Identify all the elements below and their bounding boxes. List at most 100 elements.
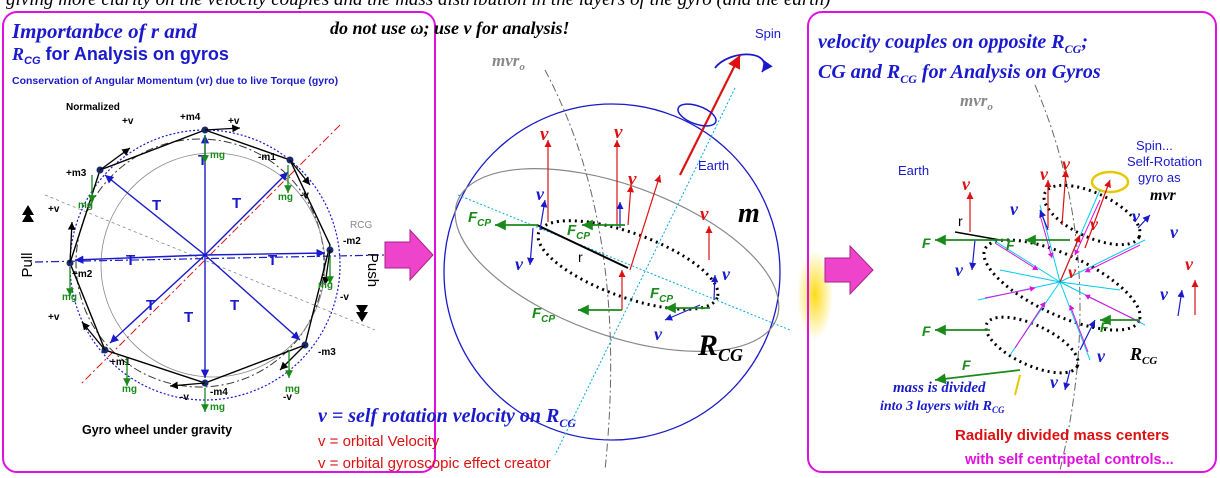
pull-label-group: Pull <box>19 252 36 277</box>
svg-text:T: T <box>126 252 135 269</box>
left-title-line2: RCG for Analysis on gyros <box>11 44 229 67</box>
svg-text:F: F <box>962 357 971 373</box>
push-arrow-icon <box>356 305 368 315</box>
svg-text:v: v <box>1040 164 1049 184</box>
svg-text:FCP: FCP <box>532 305 555 325</box>
svg-text:v: v <box>1097 346 1106 366</box>
spin-pole-ellipse <box>677 103 717 127</box>
layer-middle-ellipse <box>982 238 1142 332</box>
legend-self-rotation: v = self rotation velocity on RCG <box>318 405 576 430</box>
normalized-label: Normalized <box>66 102 120 113</box>
radius-line <box>536 224 629 269</box>
mvro-arc-middle <box>544 69 612 471</box>
svg-text:T: T <box>232 195 241 212</box>
svg-text:+m3: +m3 <box>66 168 87 179</box>
legend-orbital-gyro: v = orbital gyroscopic effect creator <box>318 455 551 472</box>
radius-label: r <box>578 249 583 265</box>
spin-text-1: Spin... <box>1136 138 1173 153</box>
svg-text:v: v <box>536 184 545 204</box>
gyro-wheel-caption: Gyro wheel under gravity <box>82 423 232 437</box>
svg-text:mg: mg <box>210 402 225 413</box>
svg-text:+v: +v <box>122 116 134 127</box>
svg-text:v: v <box>1068 262 1077 282</box>
pull-arrow-icon-2 <box>22 212 34 222</box>
orbital-v-labels: v v v v <box>540 122 709 225</box>
svg-text:v: v <box>654 324 663 344</box>
rcg-label-left: RCG <box>350 220 372 231</box>
svg-text:mg: mg <box>318 280 333 291</box>
mass-m-label: m <box>738 198 760 229</box>
mass-labels: +m4 -m1 -m2 -m3 -m4 +m1 +m2 +m3 <box>66 112 361 398</box>
gyro-outer-circle <box>69 129 341 401</box>
spin-label-middle: Spin <box>755 26 781 41</box>
radial-caption: Radially divided mass centers <box>955 427 1169 444</box>
centripetal-control-arrows <box>984 199 1141 353</box>
v-labels: +v +v -v -v -v -v +v +v <box>48 116 349 403</box>
orbital-v-arrows-right <box>966 169 1199 315</box>
self-rotation-v-labels-right: v v v v v v v <box>955 199 1179 392</box>
svg-text:+m4: +m4 <box>180 112 201 123</box>
orbital-v-labels-right: v v v v v v <box>962 154 1194 282</box>
left-title-line1: Importanbce of r and <box>11 19 197 43</box>
svg-text:+v: +v <box>48 312 60 323</box>
earth-equator-ellipse <box>454 168 780 352</box>
svg-text:T: T <box>152 197 161 214</box>
spin-text-3: gyro as <box>1138 170 1181 185</box>
layers-text-2: into 3 layers with RCG <box>880 399 1005 415</box>
layer-bottom-ellipse <box>984 315 1080 375</box>
svg-text:Pull: Pull <box>19 252 36 277</box>
svg-text:T: T <box>268 252 277 269</box>
mvro-label-middle: mvro <box>492 51 525 73</box>
svg-text:-m4: -m4 <box>210 387 228 398</box>
tension-spokes <box>74 135 326 378</box>
svg-text:F: F <box>1100 319 1109 335</box>
radial-lines <box>977 189 1146 361</box>
svg-text:+v: +v <box>228 116 240 127</box>
layers-text-1: mass is divided <box>893 380 986 396</box>
layer-top-ellipse <box>1042 183 1142 247</box>
svg-text:FCP: FCP <box>650 285 673 305</box>
svg-text:F: F <box>922 235 931 251</box>
svg-text:v: v <box>1050 372 1059 392</box>
svg-text:-m1: -m1 <box>258 152 276 163</box>
svg-text:v: v <box>1160 284 1169 304</box>
svg-text:v: v <box>1010 199 1019 219</box>
self-rotation-v-arrows-right <box>969 209 1185 391</box>
mvro-label-right: mvro <box>960 91 993 113</box>
svg-text:v: v <box>628 169 637 190</box>
svg-text:v: v <box>962 174 971 194</box>
svg-text:v: v <box>1170 222 1179 242</box>
push-label-group: Push <box>364 253 381 287</box>
centripetal-caption: with self centripetal controls... <box>964 452 1174 468</box>
mvr-label-right: mvr <box>1150 187 1177 204</box>
rcg-label-middle: RCG <box>697 329 743 365</box>
svg-text:mg: mg <box>210 150 225 161</box>
fcp-labels: FCP FCP FCP FCP <box>468 209 673 325</box>
pull-arrow-icon <box>22 205 34 215</box>
svg-text:F: F <box>1006 237 1015 253</box>
svg-text:v: v <box>1062 154 1071 174</box>
svg-text:v: v <box>540 124 549 145</box>
force-arrows-right <box>934 234 1140 385</box>
svg-text:FCP: FCP <box>468 209 491 229</box>
svg-text:mg: mg <box>122 384 137 395</box>
pull-push-axis <box>34 254 386 263</box>
svg-text:v: v <box>1185 254 1194 274</box>
spin-arrow-icon <box>714 53 773 73</box>
svg-text:-v: -v <box>283 392 292 403</box>
svg-text:mg: mg <box>278 192 293 203</box>
earth-label-right: Earth <box>898 163 929 178</box>
svg-text:+m2: +m2 <box>72 269 93 280</box>
spin-ellipse-right <box>1090 170 1130 194</box>
flow-arrow-icon-1 <box>384 228 434 282</box>
left-panel-frame <box>2 11 436 473</box>
svg-text:v: v <box>614 122 623 143</box>
svg-text:T: T <box>198 152 207 169</box>
mvro-arc-right <box>1034 84 1081 471</box>
rcg-dotted-orbit <box>536 219 720 311</box>
centripetal-force-arrows <box>495 219 710 316</box>
svg-text:FCP: FCP <box>567 222 590 242</box>
right-title-line1: velocity couples on opposite RCG; <box>818 31 1088 56</box>
svg-text:v: v <box>1090 214 1099 234</box>
